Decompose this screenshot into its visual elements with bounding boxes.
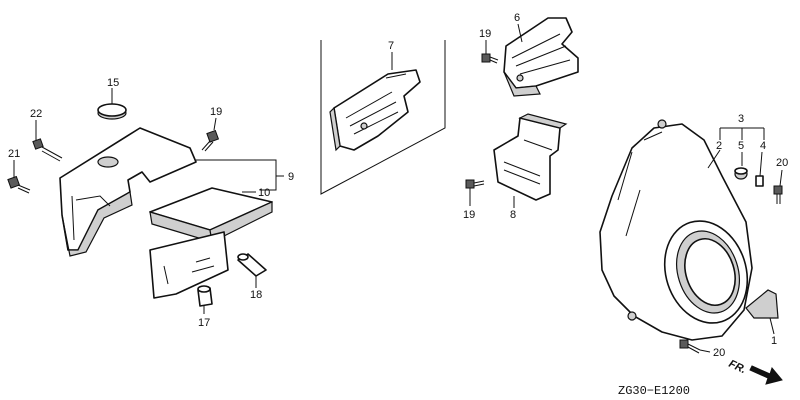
- bolt-19-left: [201, 129, 220, 152]
- guide-8-group: [465, 113, 568, 201]
- callout-18: 18: [250, 289, 262, 301]
- bolt-20-lower: [679, 339, 701, 354]
- callout-19-lower: 19: [463, 209, 475, 221]
- bolt-19-lower: [465, 179, 485, 189]
- callout-5: 5: [738, 140, 744, 152]
- grommet-5: [734, 167, 748, 180]
- callout-10: 10: [258, 187, 270, 199]
- callout-3: 3: [738, 113, 744, 125]
- callout-6: 6: [514, 12, 520, 24]
- leader-lines: [13, 23, 783, 353]
- callout-15: 15: [107, 77, 119, 89]
- inset-frame: [320, 40, 446, 195]
- shroud-cover-assembly: [7, 103, 220, 257]
- shroud-bracket-1: [745, 289, 779, 319]
- callout-19-left: 19: [210, 106, 222, 118]
- callout-2: 2: [716, 140, 722, 152]
- heat-shield-7: [333, 69, 421, 151]
- collar-4: [755, 175, 764, 187]
- air-guide-8: [493, 117, 561, 201]
- callout-21: 21: [8, 148, 20, 160]
- callout-8: 8: [510, 209, 516, 221]
- callout-22: 22: [30, 108, 42, 120]
- bolt-20-upper: [773, 185, 783, 204]
- callout-19-upper: 19: [479, 28, 491, 40]
- callout-7: 7: [388, 40, 394, 52]
- lower-bracket: [149, 231, 229, 299]
- plate-and-tube-assembly: [149, 187, 273, 307]
- callout-1: 1: [771, 335, 777, 347]
- front-direction-label: FR.: [727, 358, 748, 376]
- callout-4: 4: [760, 140, 766, 152]
- front-arrow-icon: [749, 365, 783, 385]
- bolt-21: [7, 175, 31, 194]
- deflector-6: [503, 17, 579, 89]
- callout-17: 17: [198, 317, 210, 329]
- callout-9: 9: [288, 171, 294, 183]
- front-direction-indicator: FR.: [727, 358, 783, 385]
- callout-labels: 15 22 21 19 9 10 17 18 7 19 6 19 8 3 2 5…: [8, 12, 788, 359]
- diagram-code: ZG30−E1200: [618, 384, 690, 398]
- bolt-22: [32, 138, 63, 162]
- cover-side-face: [61, 191, 133, 257]
- callout-20-upper: 20: [776, 157, 788, 169]
- collar-17: [197, 285, 213, 307]
- fan-shroud-assembly: [599, 119, 783, 354]
- callout-20-lower: 20: [713, 347, 725, 359]
- bolt-19-upper: [481, 53, 499, 64]
- tube-18: [237, 253, 267, 277]
- deflector-6-group: [481, 17, 579, 97]
- cover-hole: [97, 156, 119, 168]
